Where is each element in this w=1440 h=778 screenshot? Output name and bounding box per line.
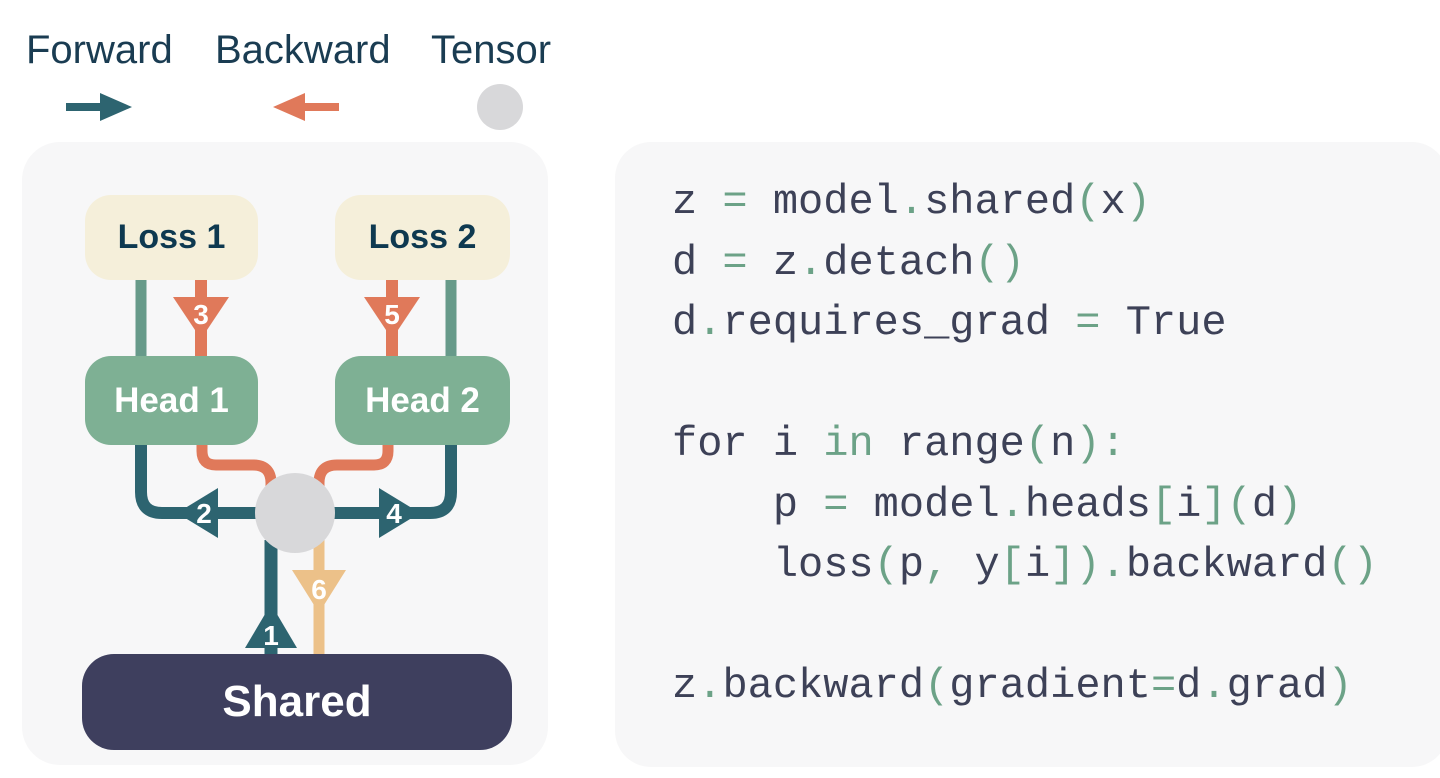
code-line: d.requires_grad = True [672,299,1227,347]
tensor-circle [477,84,523,130]
arrowhead-4 [379,488,420,538]
tensor-node [255,473,335,553]
backward-edge-head1-tensor [196,445,277,504]
code-line: p = model.heads[i](d) [672,480,1303,529]
forward-edge-tensor-head2 [332,445,457,519]
diagram-edges: 2 4 3 5 1 6 [135,280,457,654]
edge-number-2: 2 [196,498,212,529]
arrowhead-1 [245,604,297,648]
code-line: loss(p, y[i]).backward() [672,541,1378,589]
code-line [672,596,1440,657]
diagram-panel: 2 4 3 5 1 6 Loss 1 Loss 2 Head 1 Head 2 … [22,142,548,765]
edge-number-4: 4 [386,498,402,529]
forward-arrow-icon [66,93,132,121]
shared-node: Shared [82,654,512,750]
code-line: z = model.shared(x) [672,178,1151,226]
legend-label-forward: Forward [26,28,173,72]
head1-node: Head 1 [85,356,258,445]
edge-number-3: 3 [193,299,209,330]
code-block: z = model.shared(x) d = z.detach() d.requi… [615,142,1440,717]
tensor-circle-icon [477,84,523,130]
legend-label-tensor: Tensor [431,28,552,72]
backward-edge-head2-tensor [313,445,394,504]
arrowhead-5 [364,297,420,339]
forward-arrow-head [100,93,132,121]
edge-number-1: 1 [263,620,279,651]
code-line [672,354,1440,415]
arrowhead-3 [173,297,229,339]
loss2-node: Loss 2 [335,195,510,280]
backward-arrow-head [273,93,305,121]
arrowhead-2 [177,488,218,538]
loss1-node: Loss 1 [85,195,258,280]
head2-node: Head 2 [335,356,510,445]
code-line: d = z.detach() [672,238,1025,287]
backward-arrow-icon [273,93,339,121]
legend-label-backward: Backward [215,28,391,72]
arrowhead-6 [292,570,346,613]
code-panel: z = model.shared(x) d = z.detach() d.requi… [615,142,1440,767]
code-line: for i in range(n): [672,420,1126,468]
forward-edge-tensor-head1 [135,445,262,519]
edge-number-6: 6 [311,574,327,605]
edge-number-5: 5 [384,299,400,330]
code-line: z.backward(gradient=d.grad) [672,662,1353,710]
